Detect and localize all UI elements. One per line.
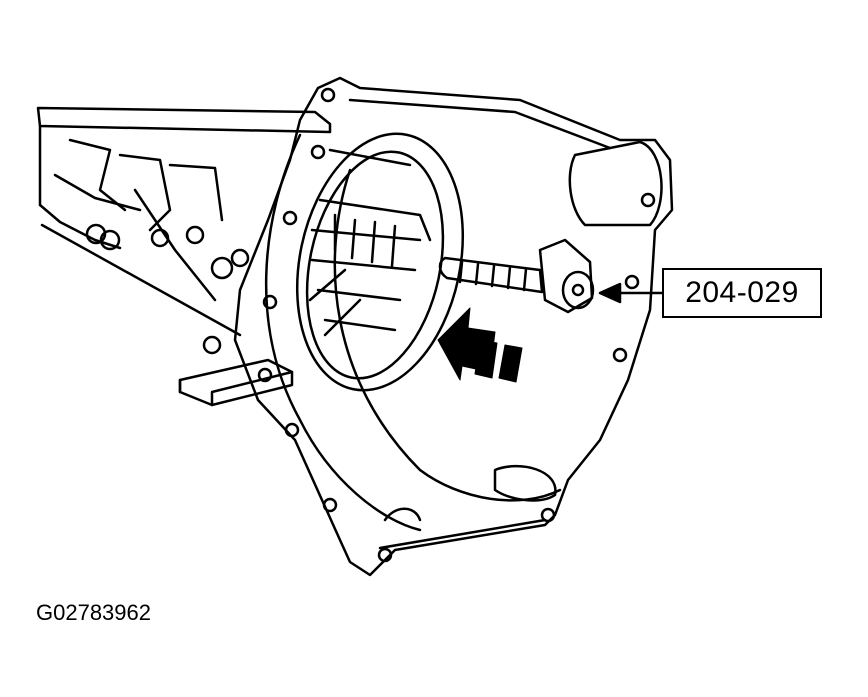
transmission-body (36, 106, 332, 407)
bell-housing (233, 76, 674, 577)
figure-id: G02783962 (36, 600, 151, 625)
leader-arrow-icon (598, 282, 664, 304)
bolt-tool (438, 238, 595, 314)
part-callout-label: 204-029 (662, 268, 822, 318)
direction-arrow-icon (437, 307, 523, 383)
